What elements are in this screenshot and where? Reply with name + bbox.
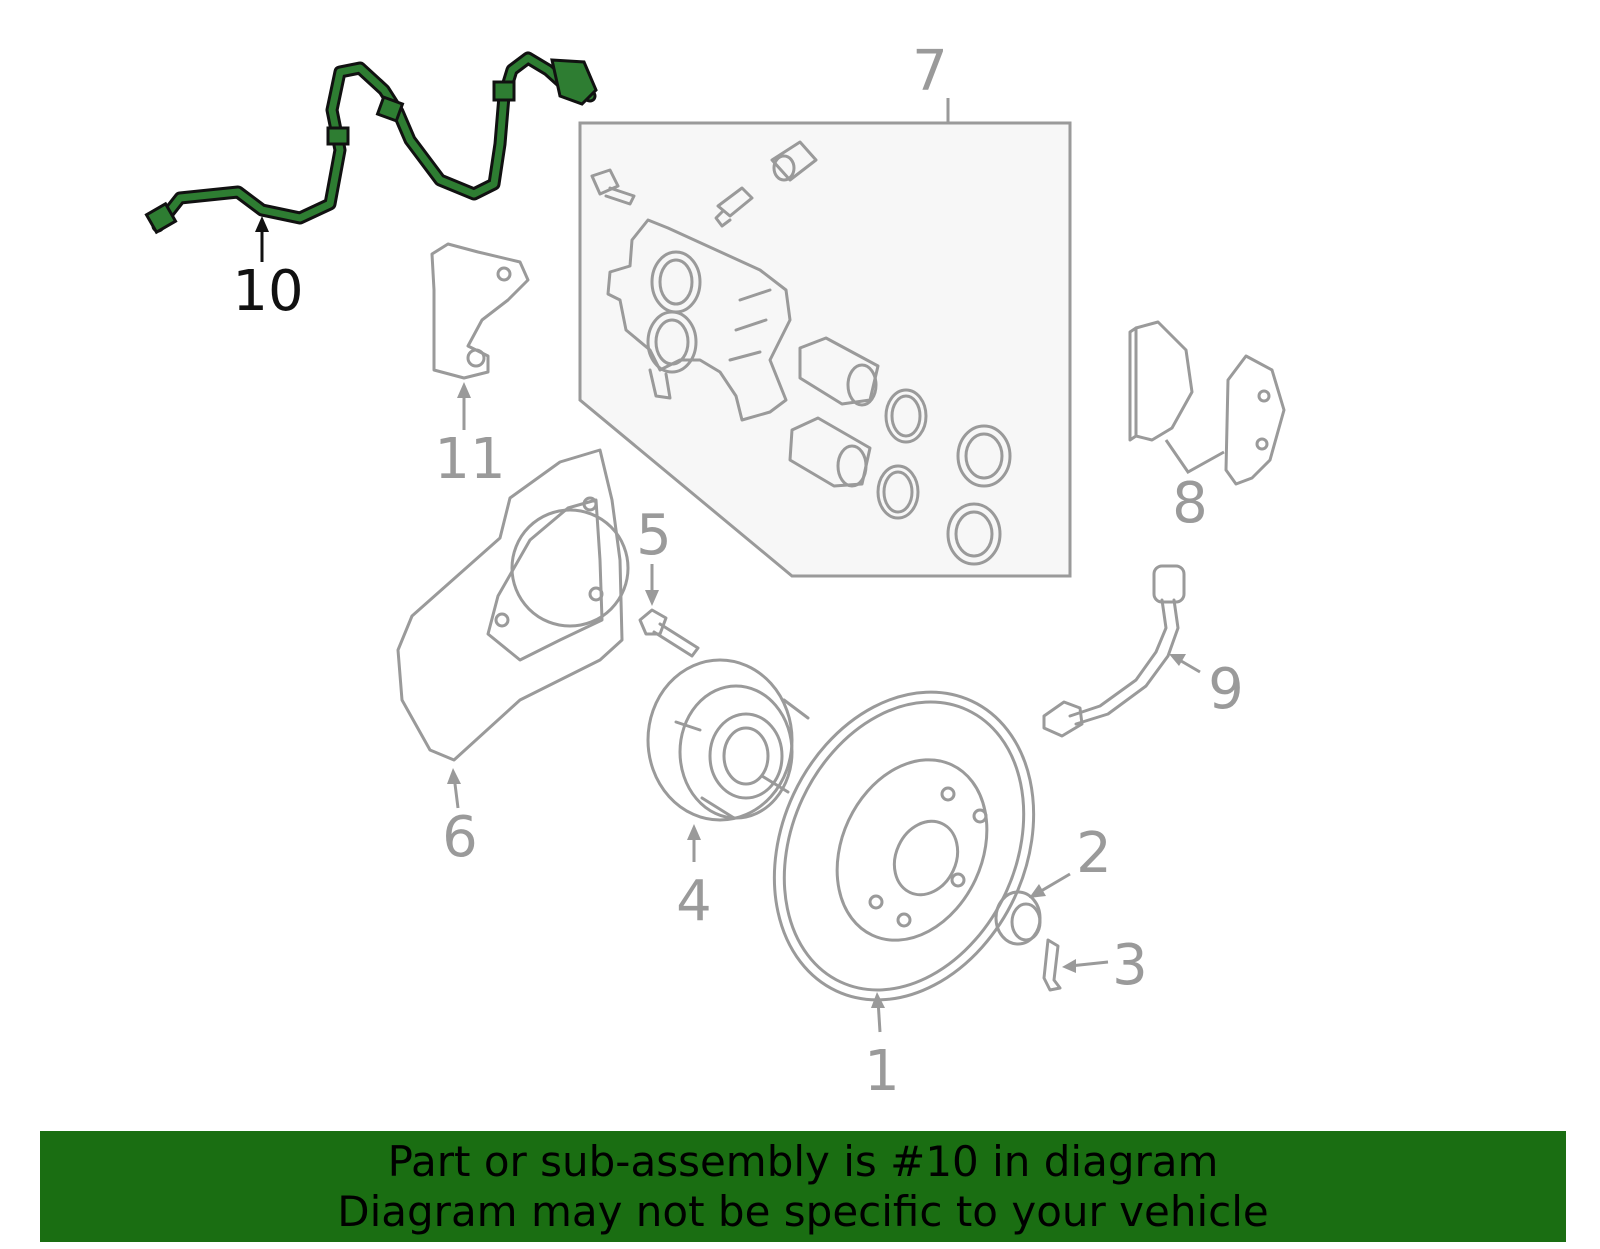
- callout-8[interactable]: 8: [1172, 471, 1208, 536]
- callout-9[interactable]: 9: [1208, 657, 1244, 722]
- brake-rotor-part-1[interactable]: 1: [726, 649, 1082, 1104]
- callout-5[interactable]: 5: [636, 503, 672, 568]
- banner-line-disclaimer: Diagram may not be specific to your vehi…: [337, 1186, 1269, 1236]
- callout-2[interactable]: 2: [1076, 821, 1112, 886]
- hub-nut-part-2[interactable]: 2: [994, 821, 1112, 946]
- callout-4[interactable]: 4: [676, 869, 712, 934]
- callout-11[interactable]: 11: [434, 427, 505, 492]
- abs-sensor-wire-part-10[interactable]: 10: [144, 51, 598, 324]
- cotter-pin-part-3[interactable]: 3: [1042, 933, 1148, 998]
- banner-line-part-number: Part or sub-assembly is #10 in diagram: [387, 1136, 1219, 1186]
- callout-1[interactable]: 1: [864, 1039, 900, 1104]
- hub-assembly-part-4[interactable]: 4: [646, 658, 810, 934]
- info-banner: Part or sub-assembly is #10 in diagram D…: [40, 1131, 1566, 1242]
- wheel-stud-part-5[interactable]: 5: [636, 503, 700, 658]
- dust-shield-part-6[interactable]: 6: [396, 448, 630, 870]
- callout-10[interactable]: 10: [232, 259, 303, 324]
- brake-pads-part-8[interactable]: 8: [1128, 320, 1286, 536]
- caliper-kit-group[interactable]: 7: [578, 39, 1072, 578]
- callout-3[interactable]: 3: [1112, 933, 1148, 998]
- bracket-part-11[interactable]: 11: [430, 242, 530, 492]
- brake-hose-part-9[interactable]: 9: [1042, 564, 1244, 738]
- callout-6[interactable]: 6: [442, 805, 478, 870]
- callout-7[interactable]: 7: [912, 39, 948, 104]
